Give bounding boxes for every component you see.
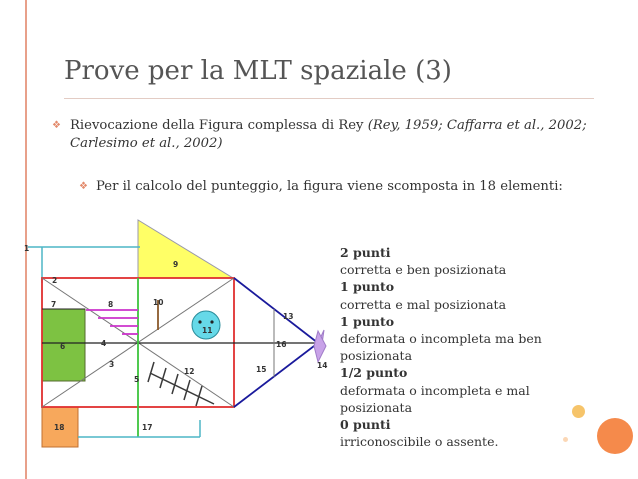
bullet-scoring: Per il calcolo del punteggio, la figura … [96,179,563,194]
element-eye-left-icon [198,320,202,324]
label-16: 16 [276,340,286,349]
legend-heading-1pt-b: 1 punto [340,313,395,329]
label-18: 18 [54,423,64,432]
label-8: 8 [108,300,113,309]
label-2: 2 [52,276,57,285]
label-6: 6 [60,342,65,351]
label-11: 11 [202,326,212,335]
scoring-legend: 2 punti corretta e ben posizionata 1 pun… [340,244,580,450]
label-13: 13 [283,312,293,321]
label-12: 12 [184,367,194,376]
title-divider [64,98,594,99]
label-3: 3 [109,360,114,369]
element-line-12 [149,372,215,405]
element-triangle-9 [137,219,235,279]
element-hatch-12c [171,373,179,395]
legend-heading-0pt: 0 punti [340,417,391,433]
element-orange-box-18 [41,406,79,448]
legend-desc-1pt-a: corretta e mal posizionata [340,296,507,312]
label-15: 15 [256,365,266,374]
element-hatch-12b [159,367,167,389]
legend-heading-1pt-a: 1 punto [340,279,395,295]
sub-bullet-marker-icon: ❖ [79,181,88,192]
bullet-marker-icon: ❖ [52,120,61,131]
label-9: 9 [173,260,178,269]
legend-desc-0pt: irriconoscibile o assente. [340,434,499,450]
decorative-dot [563,437,568,442]
legend-desc-1pt-b: deformata o incompleta ma ben posizionat… [340,331,542,364]
label-17: 17 [142,423,152,432]
element-eye-right-icon [210,320,214,324]
left-accent-bar [25,0,27,479]
label-7: 7 [51,300,56,309]
element-circle-11 [191,310,221,340]
legend-desc-half: deformata o incompleta e mal posizionata [340,382,530,415]
bullet-rey-figure: Rievocazione della Figura complessa di R… [70,117,600,153]
label-5: 5 [134,375,139,384]
decorative-circle-large [597,418,633,454]
element-hatch-12e [195,385,203,407]
element-hatch-12a [147,361,155,383]
element-diamond-14b [313,329,327,364]
label-1: 1 [24,244,29,253]
label-14: 14 [317,361,327,370]
decorative-circle-small [572,405,585,418]
label-10: 10 [153,298,163,307]
label-4: 4 [101,339,106,348]
legend-heading-2pt: 2 punti [340,245,391,260]
bullet-rey-citation: (Rey, 1959; Caffarra et al., 2002; Carle… [70,118,587,151]
legend-heading-half: 1/2 punto [340,365,408,381]
legend-desc-2pt: corretta e ben posizionata [340,262,507,278]
bullet-rey-text: Rievocazione della Figura complessa di R… [70,118,368,133]
element-hatch-12d [183,379,191,401]
slide-title: Prove per la MLT spaziale (3) [64,56,452,86]
